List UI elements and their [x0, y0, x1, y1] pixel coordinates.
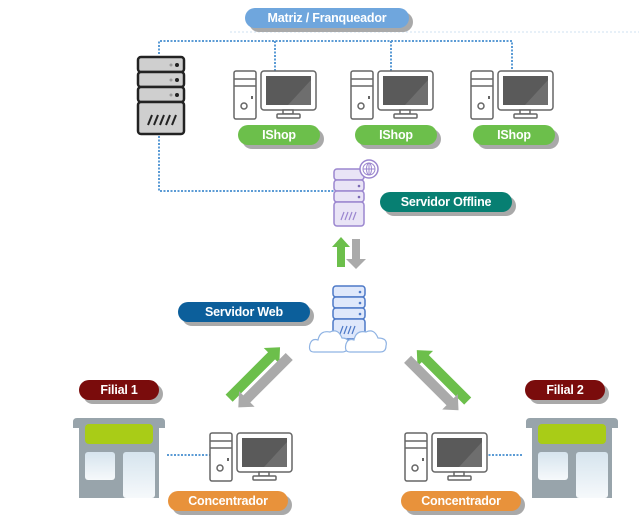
desktop-computer-icon-ishop-1	[233, 70, 317, 120]
arrow-down-left-icon	[238, 352, 293, 408]
cloud-server-icon	[308, 285, 387, 353]
concentrador-label-2: Concentrador	[401, 491, 521, 511]
arrow-down-icon	[346, 239, 366, 269]
sync-arrows-right	[404, 350, 472, 411]
sync-arrows-left	[225, 347, 293, 408]
arrow-up-icon	[332, 237, 350, 267]
server-rack-icon	[136, 55, 186, 136]
matriz-franqueador-label: Matriz / Franqueador	[245, 8, 409, 28]
storefront-icon-filial-2	[526, 418, 618, 498]
up-down-arrows-icon	[332, 237, 366, 269]
servidor-web-label: Servidor Web	[178, 302, 310, 322]
desktop-computer-icon-concentrador-2	[404, 432, 488, 482]
arrow-up-left-icon	[416, 350, 472, 405]
desktop-computer-icon-ishop-2	[350, 70, 434, 120]
desktop-computer-icon-ishop-3	[470, 70, 554, 120]
server-to-offline-line	[158, 136, 334, 192]
arrow-up-right-icon	[225, 347, 281, 402]
desktop-computer-icon-concentrador-1	[209, 432, 293, 482]
arrow-down-right-icon	[404, 355, 459, 411]
storefront-icon-filial-1	[73, 418, 165, 498]
matriz-bus-line	[158, 40, 513, 69]
ishop-label-2: IShop	[355, 125, 437, 145]
filial-2-label: Filial 2	[525, 380, 605, 400]
server-globe-icon	[333, 159, 379, 227]
ishop-label-1: IShop	[238, 125, 320, 145]
concentrador-label-1: Concentrador	[168, 491, 288, 511]
servidor-offline-label: Servidor Offline	[380, 192, 512, 212]
filial-1-label: Filial 1	[79, 380, 159, 400]
ishop-label-3: IShop	[473, 125, 555, 145]
